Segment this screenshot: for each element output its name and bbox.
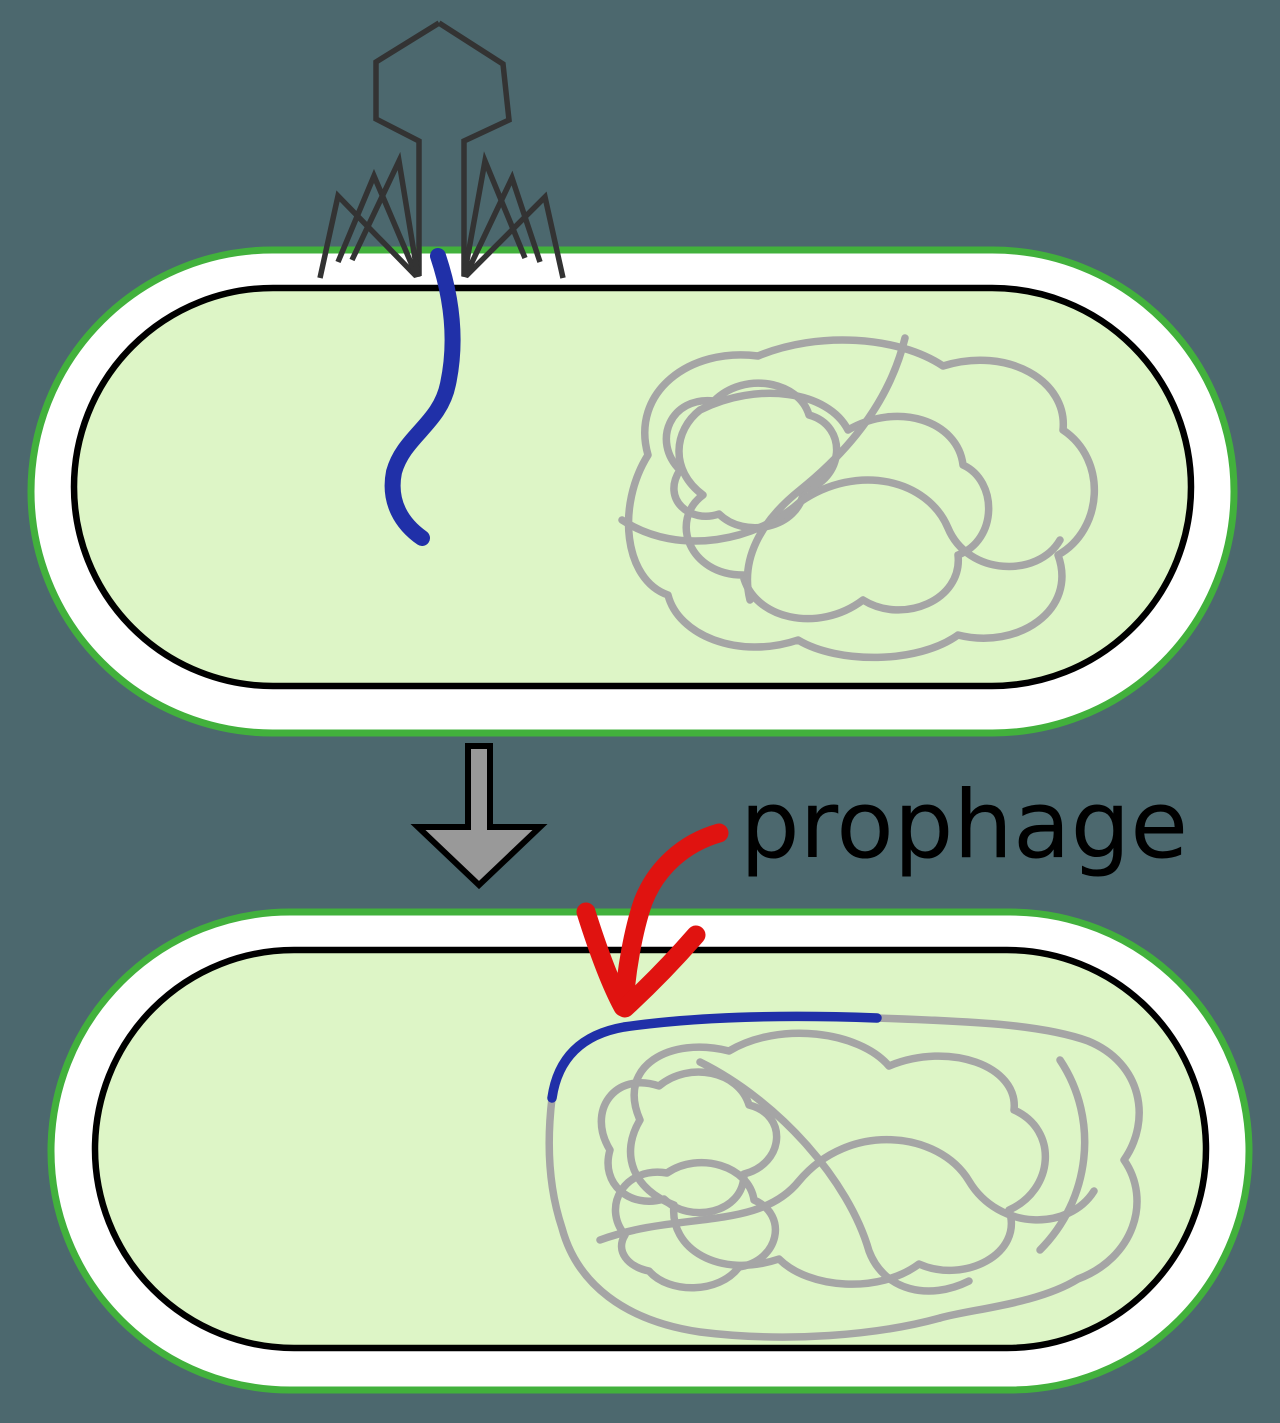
chromosome-1-loop-c xyxy=(662,379,841,532)
process-down-arrow xyxy=(410,743,548,890)
chromosome-2-strand-d xyxy=(596,1136,1098,1244)
chromosome-1-loop-b xyxy=(675,389,993,623)
phage-leg xyxy=(317,190,418,279)
phage-legs-left xyxy=(317,151,421,279)
prophage-pointer-arrow xyxy=(576,823,729,1018)
chromosome-2-strand-left xyxy=(545,1094,944,1341)
chromosome-2-loop-a xyxy=(626,1029,1050,1288)
red-arrow-barb-left xyxy=(576,902,633,1017)
bacteriophage-icon xyxy=(317,20,566,279)
chromosome-2-strand-f xyxy=(1036,1056,1089,1254)
phage-legs-right xyxy=(461,151,566,279)
phage-leg xyxy=(335,168,420,279)
red-arrow-barb-right xyxy=(615,925,706,1018)
chromosome-2-strand-e xyxy=(696,1058,973,1295)
chromosome-1-strand-d xyxy=(618,476,1064,571)
phage-leg xyxy=(349,151,421,278)
cell2-membrane xyxy=(91,946,1210,1352)
injected-phage-dna xyxy=(384,248,461,546)
phage-leg xyxy=(464,191,566,279)
chromosome-2-strand-right xyxy=(873,1014,1143,1322)
phage-leg xyxy=(462,170,543,279)
phage-leg xyxy=(461,151,528,278)
phage-head-tail-left xyxy=(373,20,441,276)
phage-head-tail-right xyxy=(437,20,512,276)
red-arrow-shaft xyxy=(614,823,729,1015)
chromosome-2 xyxy=(545,1011,1143,1341)
chromosome-1-loop-a xyxy=(624,336,1098,662)
chromosome-2-loop-b xyxy=(597,1068,781,1217)
prophage-label: prophage xyxy=(740,771,1188,880)
integrated-prophage-dna xyxy=(547,1011,882,1103)
chromosome-2-loop-c xyxy=(611,1158,780,1292)
chromosome-1 xyxy=(618,334,1098,662)
chromosome-1-strand-e xyxy=(743,334,909,604)
